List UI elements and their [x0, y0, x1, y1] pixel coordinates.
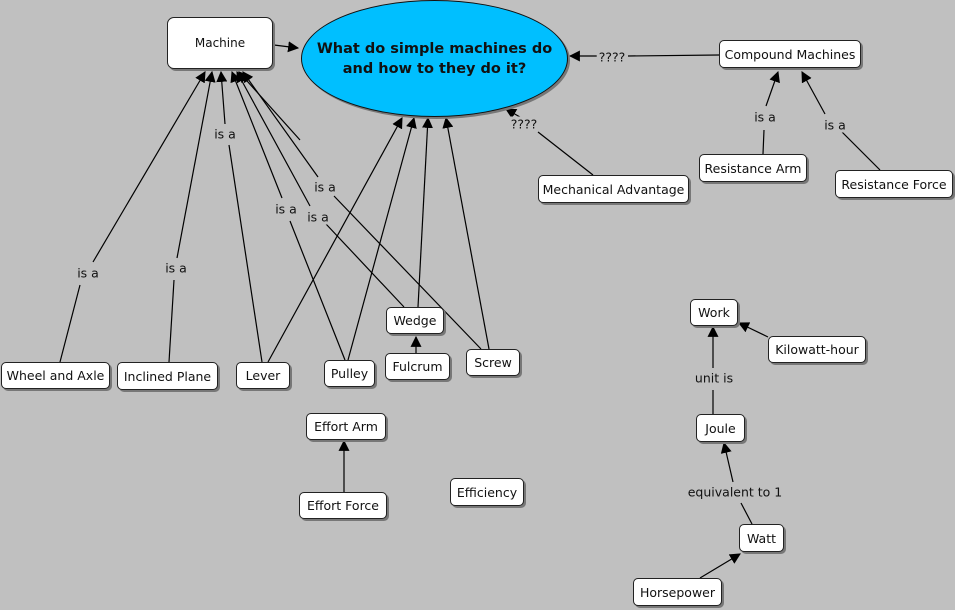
link-label-resforce-is-a: is a [822, 117, 848, 133]
node-label: Pulley [330, 366, 369, 381]
node-label: Joule [705, 420, 736, 436]
link-label-resarm-is-a: is a [752, 109, 778, 125]
main-question-text: What do simple machines do and how to th… [316, 40, 553, 77]
node-joule[interactable]: Joule [696, 414, 745, 442]
node-label: Mechanical Advantage [542, 181, 685, 197]
node-label: Watt [746, 530, 777, 546]
node-label: Screw [474, 355, 512, 370]
link-label-wedge-is-a: is a [305, 209, 331, 225]
link-label-screw-is-a: is a [312, 179, 338, 195]
link-pulley-question [347, 116, 417, 361]
node-compound-machines[interactable]: Compound Machines [719, 40, 861, 68]
link-compound-question-a [627, 54, 720, 57]
node-resistance-arm[interactable]: Resistance Arm [699, 154, 807, 182]
node-label: Effort Force [307, 498, 379, 513]
node-machine[interactable]: Machine [167, 17, 273, 69]
link-wheel-b [92, 71, 206, 263]
node-inclined-plane[interactable]: Inclined Plane [117, 362, 218, 390]
link-label-wheel-is-a: is a [75, 265, 101, 281]
node-wheel-and-axle[interactable]: Wheel and Axle [1, 362, 110, 389]
link-lever-a [228, 144, 263, 363]
node-label: Lever [245, 368, 281, 383]
link-watt-joule-b [720, 441, 734, 483]
link-label-pulley-is-a: is a [273, 201, 299, 217]
node-label: Machine [194, 36, 246, 50]
link-resarm-b [765, 70, 780, 107]
node-pulley[interactable]: Pulley [324, 360, 375, 387]
link-label-equivalent: equivalent to 1 [685, 484, 785, 500]
link-resforce-b [801, 71, 826, 115]
link-resforce-a [841, 131, 881, 171]
link-label-lever-is-a: is a [212, 126, 238, 142]
link-machine-extra [238, 71, 301, 141]
link-label-compound-question: ???? [596, 49, 628, 65]
link-lever-question [267, 117, 403, 363]
node-mechanical-advantage[interactable]: Mechanical Advantage [538, 175, 689, 203]
node-label: Efficiency [456, 484, 518, 500]
link-screw-question [442, 116, 490, 350]
node-label: Compound Machines [724, 46, 856, 62]
node-screw[interactable]: Screw [466, 349, 520, 376]
node-fulcrum[interactable]: Fulcrum [385, 353, 450, 380]
link-wedge-question [417, 116, 433, 308]
link-mechadv-question-a [537, 131, 594, 176]
link-pulley-b [230, 70, 283, 199]
link-machine-question [273, 41, 300, 53]
node-label: Fulcrum [392, 359, 443, 374]
link-incline-a [168, 279, 175, 363]
link-label-mechadv-question: ???? [508, 116, 540, 132]
node-effort-arm[interactable]: Effort Arm [306, 413, 386, 440]
node-label: Resistance Arm [704, 160, 802, 176]
link-wheel-a [59, 284, 81, 363]
node-label: Work [698, 305, 730, 320]
node-effort-force[interactable]: Effort Force [299, 492, 387, 519]
node-label: Effort Arm [314, 419, 378, 434]
link-screw-a [333, 195, 482, 350]
node-label: Wedge [393, 313, 437, 328]
node-efficiency[interactable]: Efficiency [450, 478, 524, 506]
node-work[interactable]: Work [690, 299, 738, 326]
link-wedge-b [236, 71, 311, 207]
link-hp-watt [699, 553, 741, 579]
node-resistance-force[interactable]: Resistance Force [835, 170, 953, 198]
node-label: Horsepower [639, 584, 716, 600]
link-resarm-a [762, 129, 765, 155]
link-pulley-a [289, 220, 346, 361]
link-mechadv-question-b [505, 108, 521, 119]
link-screw-b [242, 71, 319, 178]
node-lever[interactable]: Lever [236, 362, 290, 389]
node-label: Wheel and Axle [6, 368, 105, 383]
link-kwh-work [738, 322, 769, 338]
node-wedge[interactable]: Wedge [386, 307, 444, 334]
node-label: Resistance Force [841, 176, 947, 192]
main-question-node[interactable]: What do simple machines do and how to th… [301, 0, 568, 117]
link-incline-b [176, 70, 216, 259]
node-label: Inclined Plane [123, 368, 212, 384]
node-horsepower[interactable]: Horsepower [633, 578, 722, 606]
node-kilowatt-hour[interactable]: Kilowatt-hour [768, 336, 866, 363]
node-watt[interactable]: Watt [739, 524, 784, 552]
link-lever-b [216, 70, 228, 125]
link-label-unit-is: unit is [692, 370, 736, 386]
node-label: Kilowatt-hour [775, 342, 859, 357]
link-watt-joule-a [740, 502, 753, 525]
link-wedge-a [325, 223, 405, 308]
link-label-incline-is-a: is a [163, 260, 189, 276]
